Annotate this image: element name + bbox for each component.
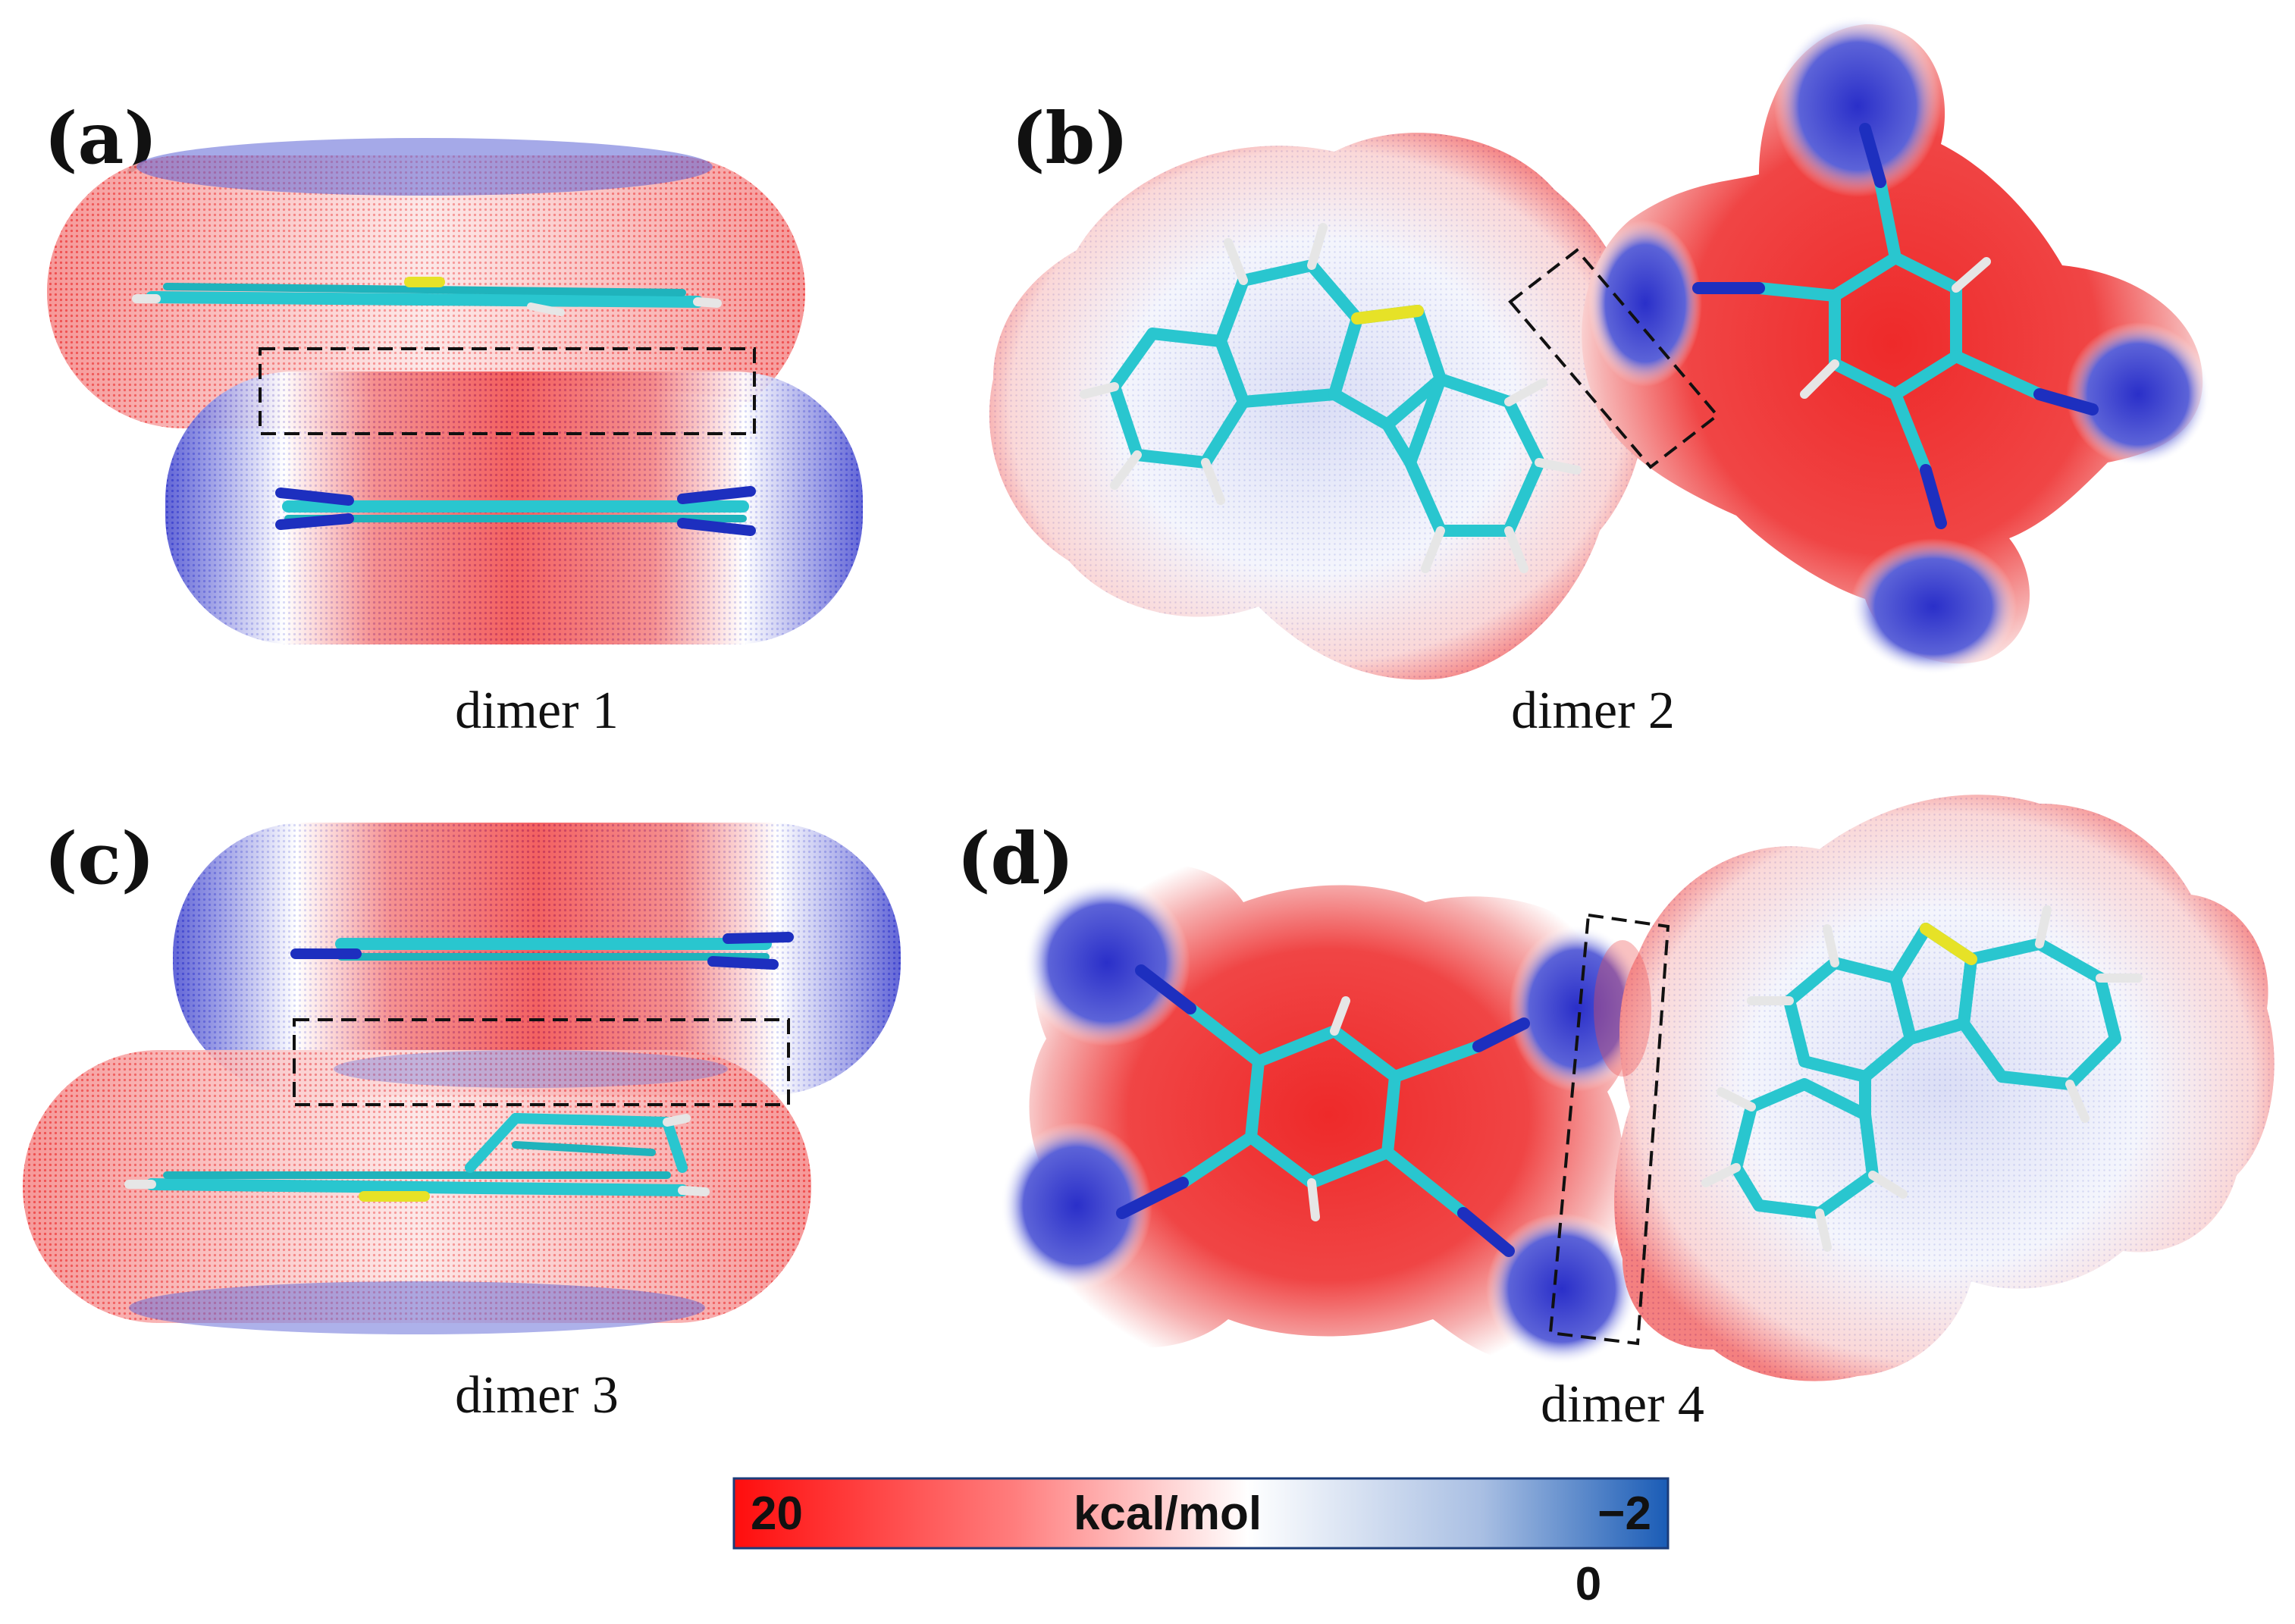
colorbar-min-label: −2: [1597, 1488, 1651, 1540]
panel-a: (a): [44, 97, 863, 740]
dimer4-right-molecule: [1701, 905, 2143, 1252]
dimer4-label: dimer 4: [1541, 1375, 1704, 1434]
dimer4-left-surface: [1001, 864, 1645, 1366]
dimer1-upper-molecule: [132, 277, 722, 316]
dimer4-right-surface: [1594, 795, 2275, 1381]
dimer2-right-molecule: [1692, 123, 2099, 529]
dimer1-interaction-box: [259, 347, 756, 435]
dimer2-left-surface: [989, 133, 1644, 680]
dimer2-right-surface: [1582, 15, 2210, 675]
dimer3-interaction-box: [293, 1018, 790, 1106]
colorbar-gradient: [732, 1477, 1670, 1550]
dimer1-lower-molecule: [275, 486, 756, 536]
panel-d: (d): [957, 795, 2275, 1434]
dimer3-upper-molecule: [290, 932, 794, 970]
colorbar-unit-label: kcal/mol: [1074, 1488, 1262, 1540]
colorbar-max-label: 20: [751, 1488, 803, 1540]
dimer2-label: dimer 2: [1511, 682, 1675, 740]
panel-d-label: (d): [957, 817, 1074, 901]
colorbar-zero-label: 0: [1575, 1558, 1601, 1610]
colorbar: 20 kcal/mol −2 0: [732, 1477, 1670, 1610]
dimer4-interaction-box: [1548, 913, 1670, 1346]
dimer3-lower-molecule: [124, 1113, 710, 1202]
panel-c-label: (c): [44, 817, 155, 901]
dimer1-label: dimer 1: [455, 682, 619, 740]
panel-b-label: (b): [1011, 97, 1129, 180]
dimer3-label: dimer 3: [455, 1366, 619, 1425]
dimer2-interaction-box: [1508, 248, 1720, 469]
dimer4-left-molecule: [1116, 964, 1530, 1257]
panel-b: (b): [989, 15, 2210, 740]
dimer2-left-molecule: [1080, 223, 1582, 573]
panel-c: (c): [23, 817, 901, 1425]
